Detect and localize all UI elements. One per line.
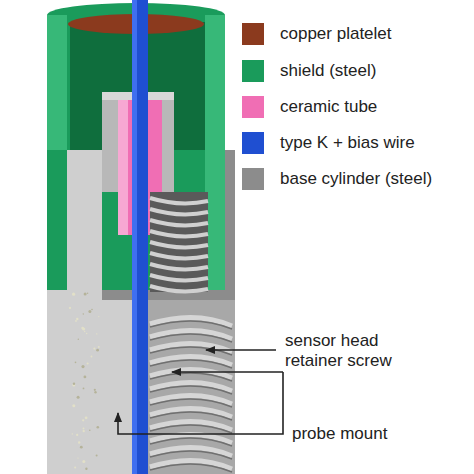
speckle — [75, 362, 77, 364]
base-cut-face — [102, 300, 132, 474]
speckle — [75, 320, 77, 322]
speckle — [78, 339, 79, 340]
speckle — [93, 348, 95, 350]
legend-swatch — [242, 96, 264, 118]
speckle — [76, 434, 78, 436]
mount-thread-shadow — [150, 425, 232, 433]
part-label: sensor head retainer screw — [285, 331, 415, 371]
speckle — [98, 346, 100, 348]
speckle — [73, 383, 75, 385]
legend-text: base cylinder (steel) — [280, 168, 432, 190]
speckle — [69, 307, 71, 309]
legend-text: ceramic tube — [280, 96, 377, 118]
mount-thread-shadow — [150, 464, 232, 472]
speckle — [74, 466, 76, 468]
shield-wall — [47, 150, 67, 290]
screw-thread — [150, 242, 208, 247]
mount-thread-shadow — [150, 321, 232, 329]
screw-thread — [150, 264, 208, 269]
legend-text: type K + bias wire — [280, 132, 415, 154]
speckle — [83, 388, 85, 390]
speckle — [83, 313, 84, 314]
mount-thread-shadow — [150, 347, 232, 355]
speckle — [85, 468, 87, 470]
speckle — [84, 293, 87, 296]
speckle — [94, 389, 96, 391]
legend-swatch — [242, 60, 264, 82]
mount-thread-shadow — [150, 360, 232, 368]
speckle — [98, 316, 99, 317]
speckle — [88, 310, 91, 313]
part-label: probe mount — [292, 424, 462, 444]
screw-thread — [150, 253, 208, 258]
speckle — [85, 416, 88, 419]
mount-thread-shadow — [150, 386, 232, 394]
mount-thread-shadow — [150, 334, 232, 342]
speckle — [81, 365, 84, 368]
speckle — [72, 293, 75, 296]
mount-thread-shadow — [150, 373, 232, 381]
ceramic-tube-edge — [118, 100, 128, 235]
speckle — [77, 396, 80, 399]
screw-thread — [150, 209, 208, 214]
thermocouple-wire — [132, 0, 148, 474]
screw-thread — [150, 286, 208, 291]
speckle — [83, 428, 85, 430]
screw-thread — [150, 198, 208, 203]
speckle — [72, 433, 73, 434]
mount-thread-shadow — [150, 451, 232, 459]
leader-line — [206, 349, 276, 351]
speckle — [78, 441, 80, 443]
wire-highlight — [132, 0, 137, 474]
probe-mount-bore — [102, 300, 235, 474]
screw-cavity — [150, 192, 208, 292]
speckle — [77, 458, 78, 459]
speckle — [83, 430, 85, 432]
shield-wall — [47, 15, 67, 290]
legend-swatch — [242, 132, 264, 154]
legend-swatch — [242, 168, 264, 190]
base-cut-face — [47, 150, 102, 290]
leader-line — [118, 372, 283, 434]
speckle — [94, 391, 96, 393]
legend-swatch — [242, 23, 264, 45]
speckle — [96, 349, 99, 352]
screw-thread — [150, 220, 208, 225]
speckle — [84, 331, 85, 332]
screw-thread — [150, 231, 208, 236]
speckle — [76, 318, 78, 320]
speckle — [87, 362, 89, 364]
screw-thread — [150, 275, 208, 280]
thread-lines — [150, 198, 232, 472]
speckle — [89, 430, 91, 432]
leader-line — [172, 371, 283, 373]
legend-text: shield (steel) — [280, 60, 376, 82]
speckle — [82, 328, 85, 331]
mount-thread-shadow — [150, 399, 232, 407]
speckle — [80, 446, 83, 449]
mount-thread-shadow — [150, 412, 232, 420]
mount-thread-shadow — [150, 438, 232, 446]
speckle — [72, 404, 75, 407]
speckle — [82, 460, 85, 463]
speckle — [84, 376, 87, 379]
speckle — [91, 309, 93, 311]
speckle — [87, 293, 88, 294]
speckle — [96, 454, 98, 456]
speckle — [82, 419, 84, 421]
speckle — [91, 356, 93, 358]
speckle — [96, 333, 97, 334]
speckle — [97, 426, 100, 429]
speckle — [86, 333, 87, 334]
legend-text: copper platelet — [280, 23, 392, 45]
base-cut-face — [47, 150, 102, 474]
